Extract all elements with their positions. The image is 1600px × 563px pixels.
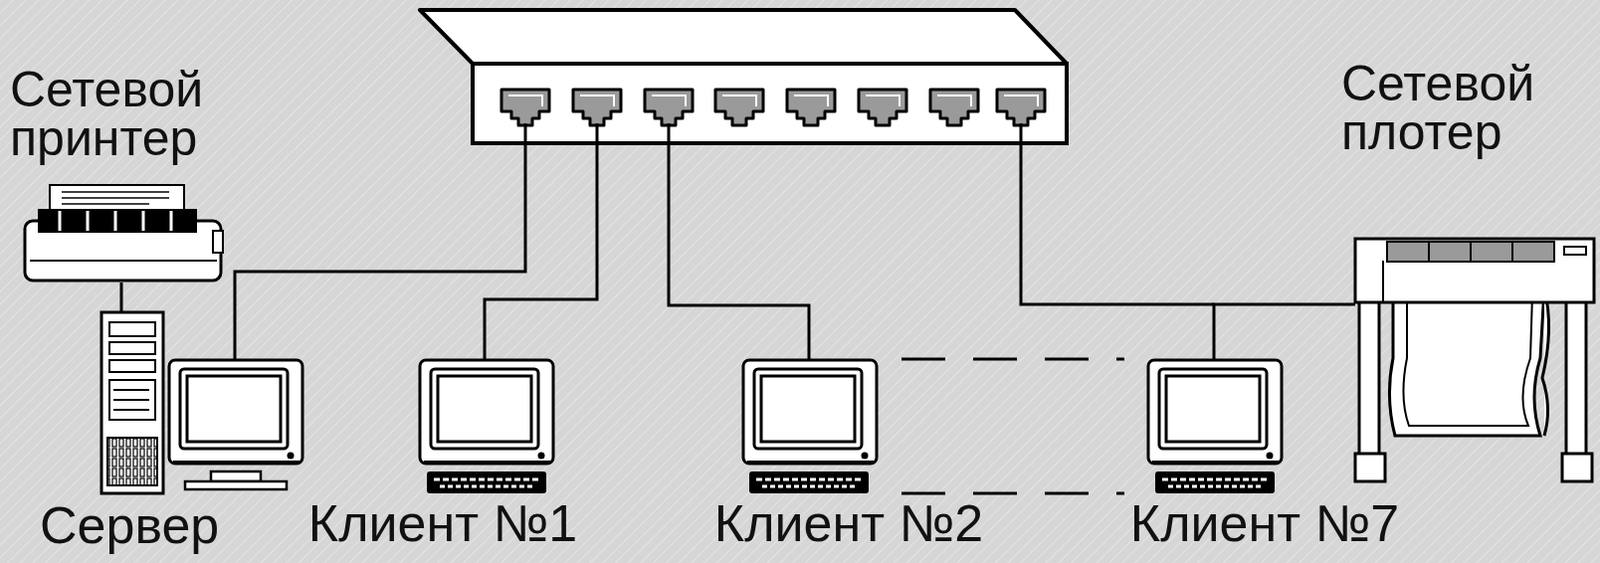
device-label: Сетевой плотер	[1341, 59, 1556, 158]
device-label: Клиент №7	[1130, 498, 1400, 550]
cable	[1213, 304, 1332, 361]
device-node: Клиент №2	[704, 360, 994, 556]
network-switch	[419, 9, 1067, 144]
device-node: Сетевой принтер	[5, 65, 232, 283]
client-computer-icon	[1148, 360, 1282, 494]
device-label: Клиент №2	[714, 498, 984, 550]
network-cable	[234, 123, 1356, 361]
device-label: Сетевой принтер	[9, 65, 224, 164]
printer-icon	[24, 185, 223, 281]
device-node: Сетевой плотер	[1331, 59, 1597, 488]
device-node: Сервер	[19, 312, 309, 558]
plotter-icon	[1355, 238, 1595, 482]
ellipsis-dashes	[901, 359, 1125, 494]
server-icon	[101, 312, 303, 494]
device-label: Сервер	[39, 500, 219, 552]
device-label: Клиент №1	[308, 498, 578, 550]
device-node: Клиент №7	[1124, 360, 1405, 556]
client-computer-icon	[743, 360, 877, 494]
device-node: Клиент №1	[298, 360, 588, 556]
client-computer-icon	[419, 360, 554, 494]
cable	[120, 282, 124, 313]
